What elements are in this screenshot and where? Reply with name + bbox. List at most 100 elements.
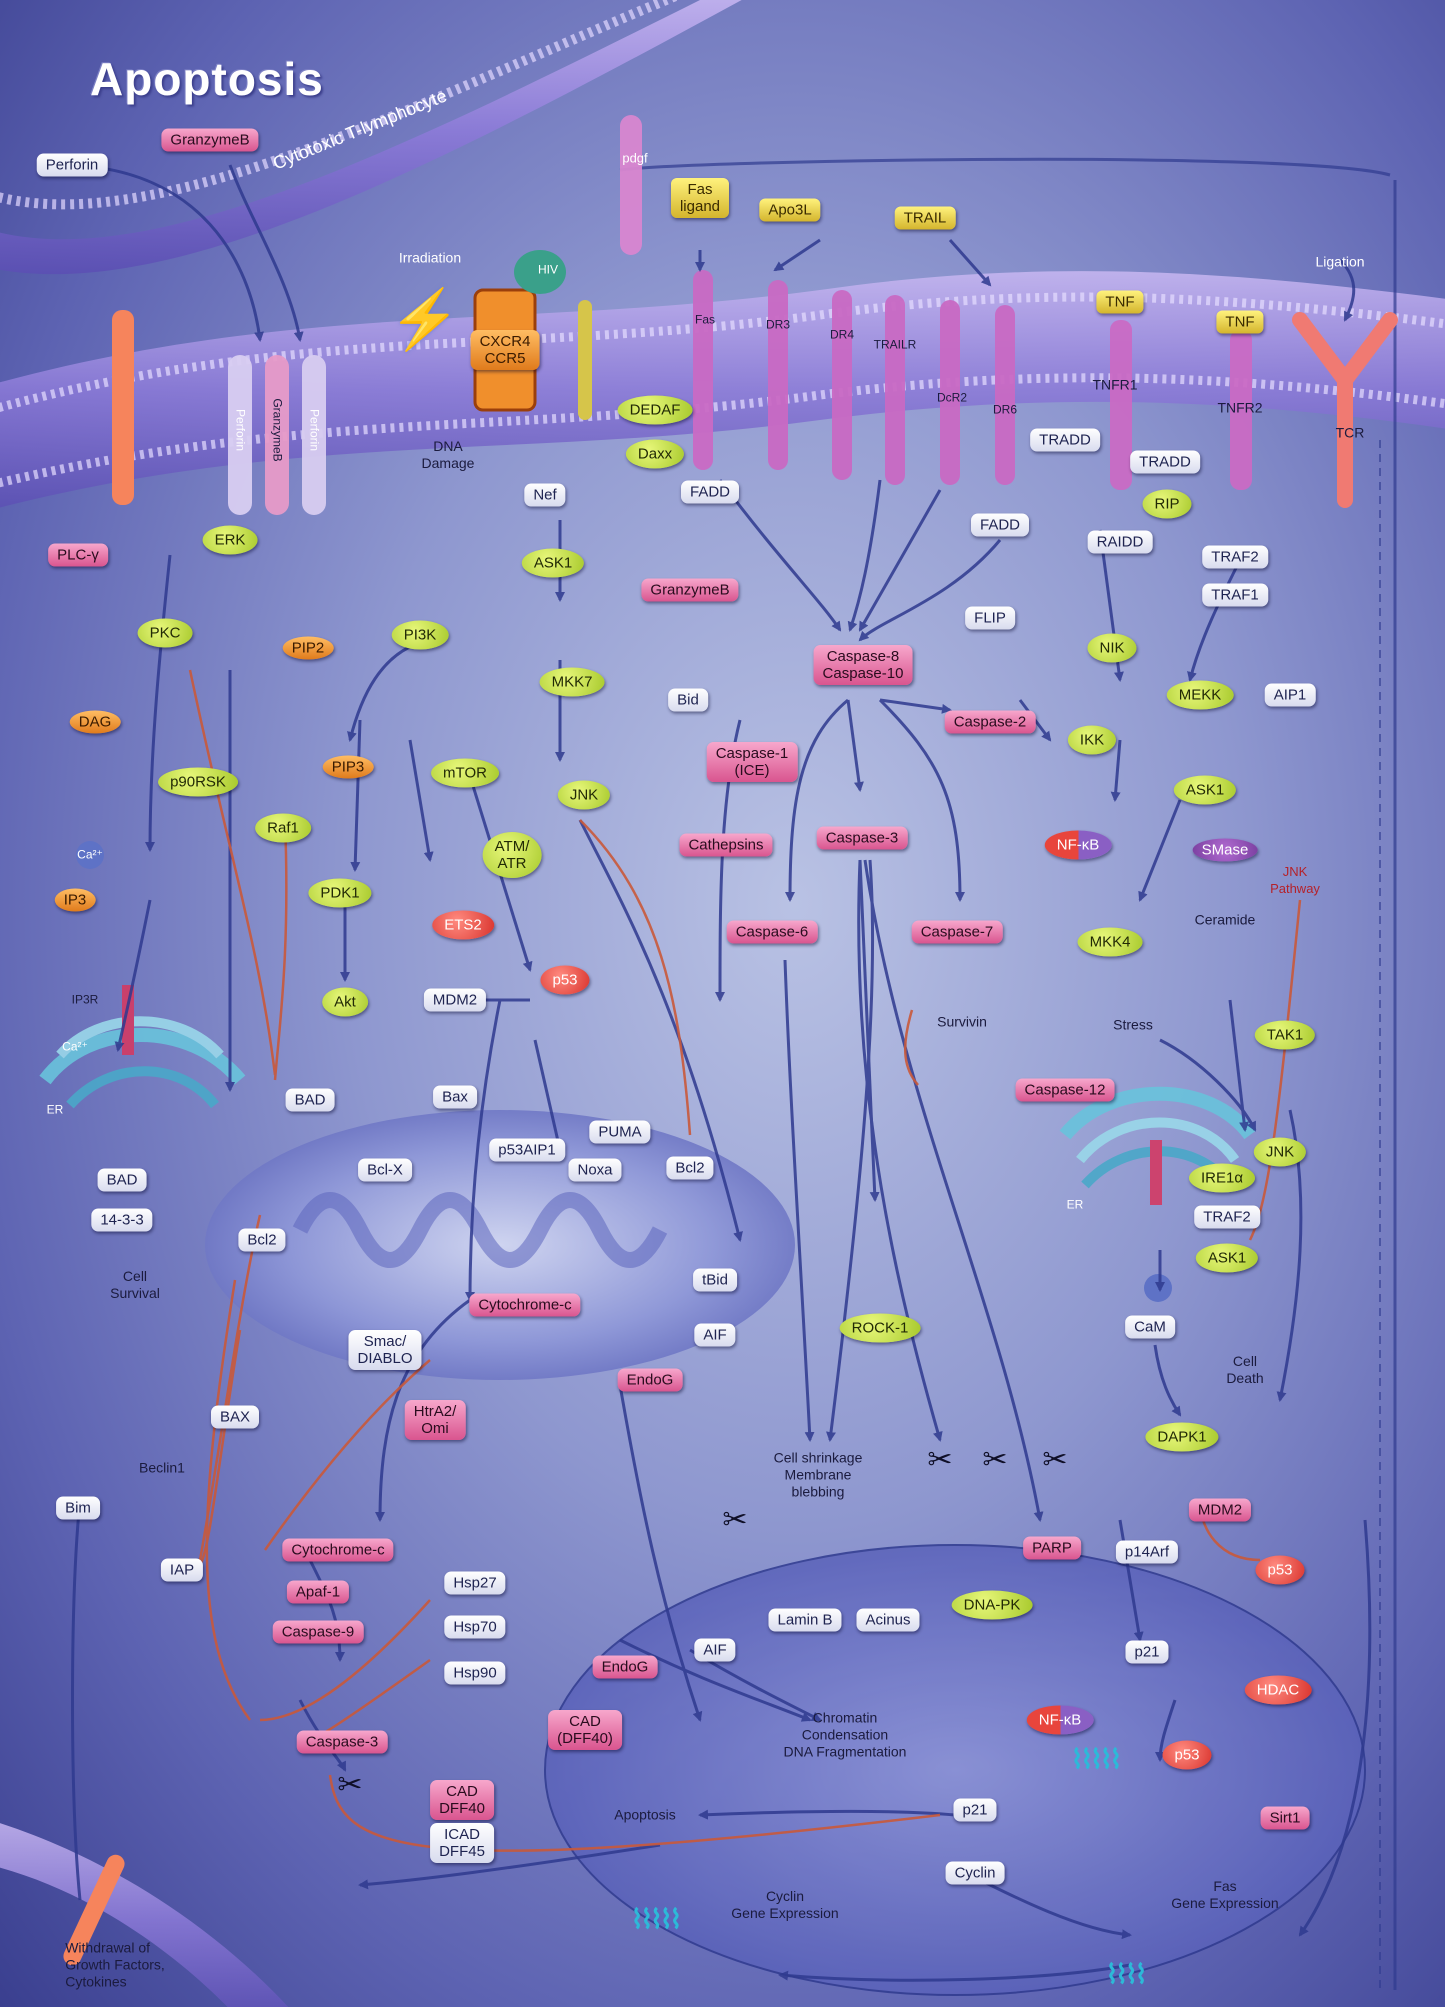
cyclin-node: Cyclin bbox=[946, 1862, 1005, 1885]
calcium-ion-label-2: Ca²⁺ bbox=[62, 1039, 88, 1056]
ip3r-label: IP3R bbox=[72, 992, 99, 1009]
caspase1-ice-node: Caspase-1 (ICE) bbox=[707, 742, 798, 782]
nik-node: NIK bbox=[1087, 634, 1136, 663]
flip-node: FLIP bbox=[965, 607, 1015, 630]
apaf1-node: Apaf-1 bbox=[287, 1581, 349, 1604]
caspase7-node: Caspase-7 bbox=[912, 921, 1003, 944]
ets2-node: ETS2 bbox=[432, 911, 494, 940]
smase-node: SMase bbox=[1193, 839, 1258, 862]
cleavage-scissors-icon: ✂ bbox=[337, 1768, 362, 1803]
rip-node: RIP bbox=[1142, 490, 1191, 519]
icad-dff45-node: ICAD DFF45 bbox=[430, 1823, 494, 1863]
p53-node-nucleus: p53 bbox=[1255, 1556, 1304, 1585]
fas-gene-expression-label: Fas Gene Expression bbox=[1171, 1878, 1278, 1912]
traf2-er-node: TRAF2 bbox=[1194, 1206, 1260, 1229]
perforin-channel-label-2: Perforin bbox=[306, 409, 323, 451]
stress-label: Stress bbox=[1113, 1017, 1153, 1034]
ceramide-label: Ceramide bbox=[1195, 912, 1256, 929]
cad-dff40-node: CAD DFF40 bbox=[430, 1780, 494, 1820]
bid-node: Bid bbox=[668, 689, 708, 712]
pi3k-node: PI3K bbox=[392, 621, 449, 650]
p14arf-node: p14Arf bbox=[1116, 1541, 1178, 1564]
hsp90-node: Hsp90 bbox=[444, 1662, 505, 1685]
lamin-b-node: Lamin B bbox=[768, 1609, 841, 1632]
pkc-node: PKC bbox=[138, 619, 193, 648]
cleavage-scissors-icon: ✂ bbox=[982, 1443, 1007, 1478]
hiv-label: HIV bbox=[538, 262, 558, 279]
dapk1-node: DAPK1 bbox=[1145, 1423, 1218, 1452]
pip3-node: PIP3 bbox=[323, 756, 374, 779]
jnk-node-right: JNK bbox=[1254, 1138, 1306, 1167]
p90rsk-node: p90RSK bbox=[158, 768, 238, 797]
tradd-node-2: TRADD bbox=[1130, 451, 1200, 474]
bax-node: BAX bbox=[211, 1406, 259, 1429]
caspase8-10-node: Caspase-8 Caspase-10 bbox=[814, 645, 913, 685]
14-3-3-node: 14-3-3 bbox=[91, 1209, 152, 1232]
cleavage-scissors-icon: ✂ bbox=[722, 1503, 747, 1538]
dr4-label: DR4 bbox=[830, 327, 854, 344]
tnfr1-label: TNFR1 bbox=[1092, 377, 1137, 394]
mdm2-node-nucleus: MDM2 bbox=[1189, 1499, 1251, 1522]
p53aip1-node: p53AIP1 bbox=[489, 1139, 565, 1162]
htra2-omi-node: HtrA2/ Omi bbox=[405, 1400, 466, 1440]
pip2-node: PIP2 bbox=[283, 637, 334, 660]
apo3l-node: Apo3L bbox=[759, 199, 820, 222]
irradiation-label: Irradiation bbox=[399, 250, 461, 267]
caspase9-node: Caspase-9 bbox=[273, 1621, 364, 1644]
fas-label: Fas bbox=[695, 312, 715, 329]
rock1-node: ROCK-1 bbox=[840, 1314, 921, 1343]
erk-node: ERK bbox=[203, 526, 258, 555]
caspase6-node: Caspase-6 bbox=[727, 921, 818, 944]
tnf-node-2: TNF bbox=[1216, 311, 1263, 334]
bim-node: Bim bbox=[56, 1497, 100, 1520]
nfkb-node-nucleus: NF-κB bbox=[1027, 1706, 1094, 1735]
chromatin-condensation-label: Chromatin Condensation DNA Fragmentation bbox=[784, 1710, 907, 1761]
traf1-node: TRAF1 bbox=[1202, 584, 1268, 607]
cyclin-gene-expression-label: Cyclin Gene Expression bbox=[731, 1888, 838, 1922]
pdgf-label: pdgf bbox=[622, 150, 647, 167]
cxcr4-ccr5-node: CXCR4 CCR5 bbox=[471, 330, 540, 370]
tcr-label: TCR bbox=[1336, 425, 1365, 442]
aip1-node: AIP1 bbox=[1265, 684, 1316, 707]
p53-node-center: p53 bbox=[540, 966, 589, 995]
mkk4-node: MKK4 bbox=[1078, 928, 1143, 957]
raf1-node: Raf1 bbox=[255, 814, 311, 843]
mkk7-node: MKK7 bbox=[540, 668, 605, 697]
fas-ligand-node: Fas ligand bbox=[671, 178, 729, 218]
beclin1-label: Beclin1 bbox=[139, 1460, 185, 1477]
cell-shrinkage-label: Cell shrinkage Membrane blebbing bbox=[774, 1450, 863, 1501]
ip3-node: IP3 bbox=[55, 889, 96, 912]
nfkb-node-cytoplasm: NF-κB bbox=[1045, 831, 1112, 860]
tbid-node: tBid bbox=[693, 1269, 737, 1292]
dag-node: DAG bbox=[70, 711, 121, 734]
mdm2-node-center: MDM2 bbox=[424, 989, 486, 1012]
er-label-left: ER bbox=[47, 1102, 64, 1119]
smac-diablo-node: Smac/ DIABLO bbox=[348, 1330, 421, 1370]
raidd-node: RAIDD bbox=[1088, 531, 1153, 554]
tnfr2-label: TNFR2 bbox=[1217, 400, 1262, 417]
caspase2-node: Caspase-2 bbox=[945, 711, 1036, 734]
jnk-pathway-label: JNK Pathway bbox=[1270, 863, 1320, 897]
traf2-node: TRAF2 bbox=[1202, 546, 1268, 569]
dna-helix-icon: ⌇⌇⌇⌇⌇ bbox=[1071, 1745, 1119, 1775]
hsp70-node: Hsp70 bbox=[444, 1616, 505, 1639]
cad-dff40-nucleus-node: CAD (DFF40) bbox=[548, 1710, 622, 1750]
daxx-node: Daxx bbox=[626, 440, 684, 469]
cell-death-label: Cell Death bbox=[1226, 1353, 1263, 1387]
endog-node-nucleus: EndoG bbox=[593, 1656, 658, 1679]
bax-node-top: Bax bbox=[433, 1086, 477, 1109]
akt-node: Akt bbox=[322, 988, 368, 1017]
hdac-node: HDAC bbox=[1245, 1676, 1312, 1705]
cathepsins-node: Cathepsins bbox=[679, 834, 772, 857]
ask1-er-node: ASK1 bbox=[1196, 1244, 1258, 1273]
bad-node: BAD bbox=[286, 1089, 335, 1112]
survivin-label: Survivin bbox=[937, 1014, 987, 1031]
atm-atr-node: ATM/ ATR bbox=[483, 832, 542, 878]
calmodulin-node: CaM bbox=[1125, 1316, 1175, 1339]
dna-damage-label: DNA Damage bbox=[422, 438, 475, 472]
p53-node-nucleus-2: p53 bbox=[1162, 1741, 1211, 1770]
acinus-node: Acinus bbox=[856, 1609, 919, 1632]
bad-node-left: BAD bbox=[98, 1169, 147, 1192]
diagram-title: Apoptosis bbox=[90, 52, 324, 106]
